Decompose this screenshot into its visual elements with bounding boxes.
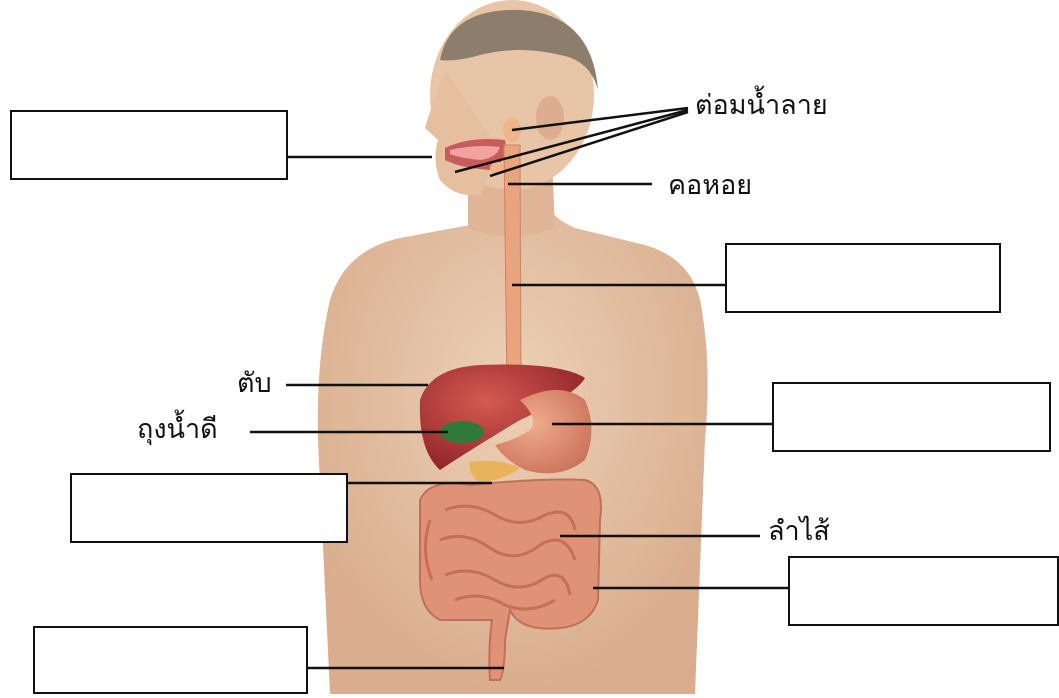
- answer-box-large-intestine[interactable]: [788, 556, 1059, 626]
- answer-box-stomach[interactable]: [772, 382, 1051, 452]
- label-gallbladder: ถุงน้ำดี: [137, 416, 218, 443]
- label-liver: ตับ: [237, 370, 272, 397]
- answer-box-mouth[interactable]: [10, 110, 288, 180]
- label-pharynx: คอหอย: [668, 172, 752, 199]
- label-salivary-glands: ต่อมน้ำลาย: [695, 92, 828, 119]
- label-small-intestine: ลำไส้: [768, 518, 830, 545]
- esophagus: [504, 145, 521, 390]
- answer-box-pancreas[interactable]: [70, 473, 348, 543]
- answer-box-esophagus[interactable]: [725, 243, 1001, 313]
- answer-box-rectum[interactable]: [33, 626, 308, 694]
